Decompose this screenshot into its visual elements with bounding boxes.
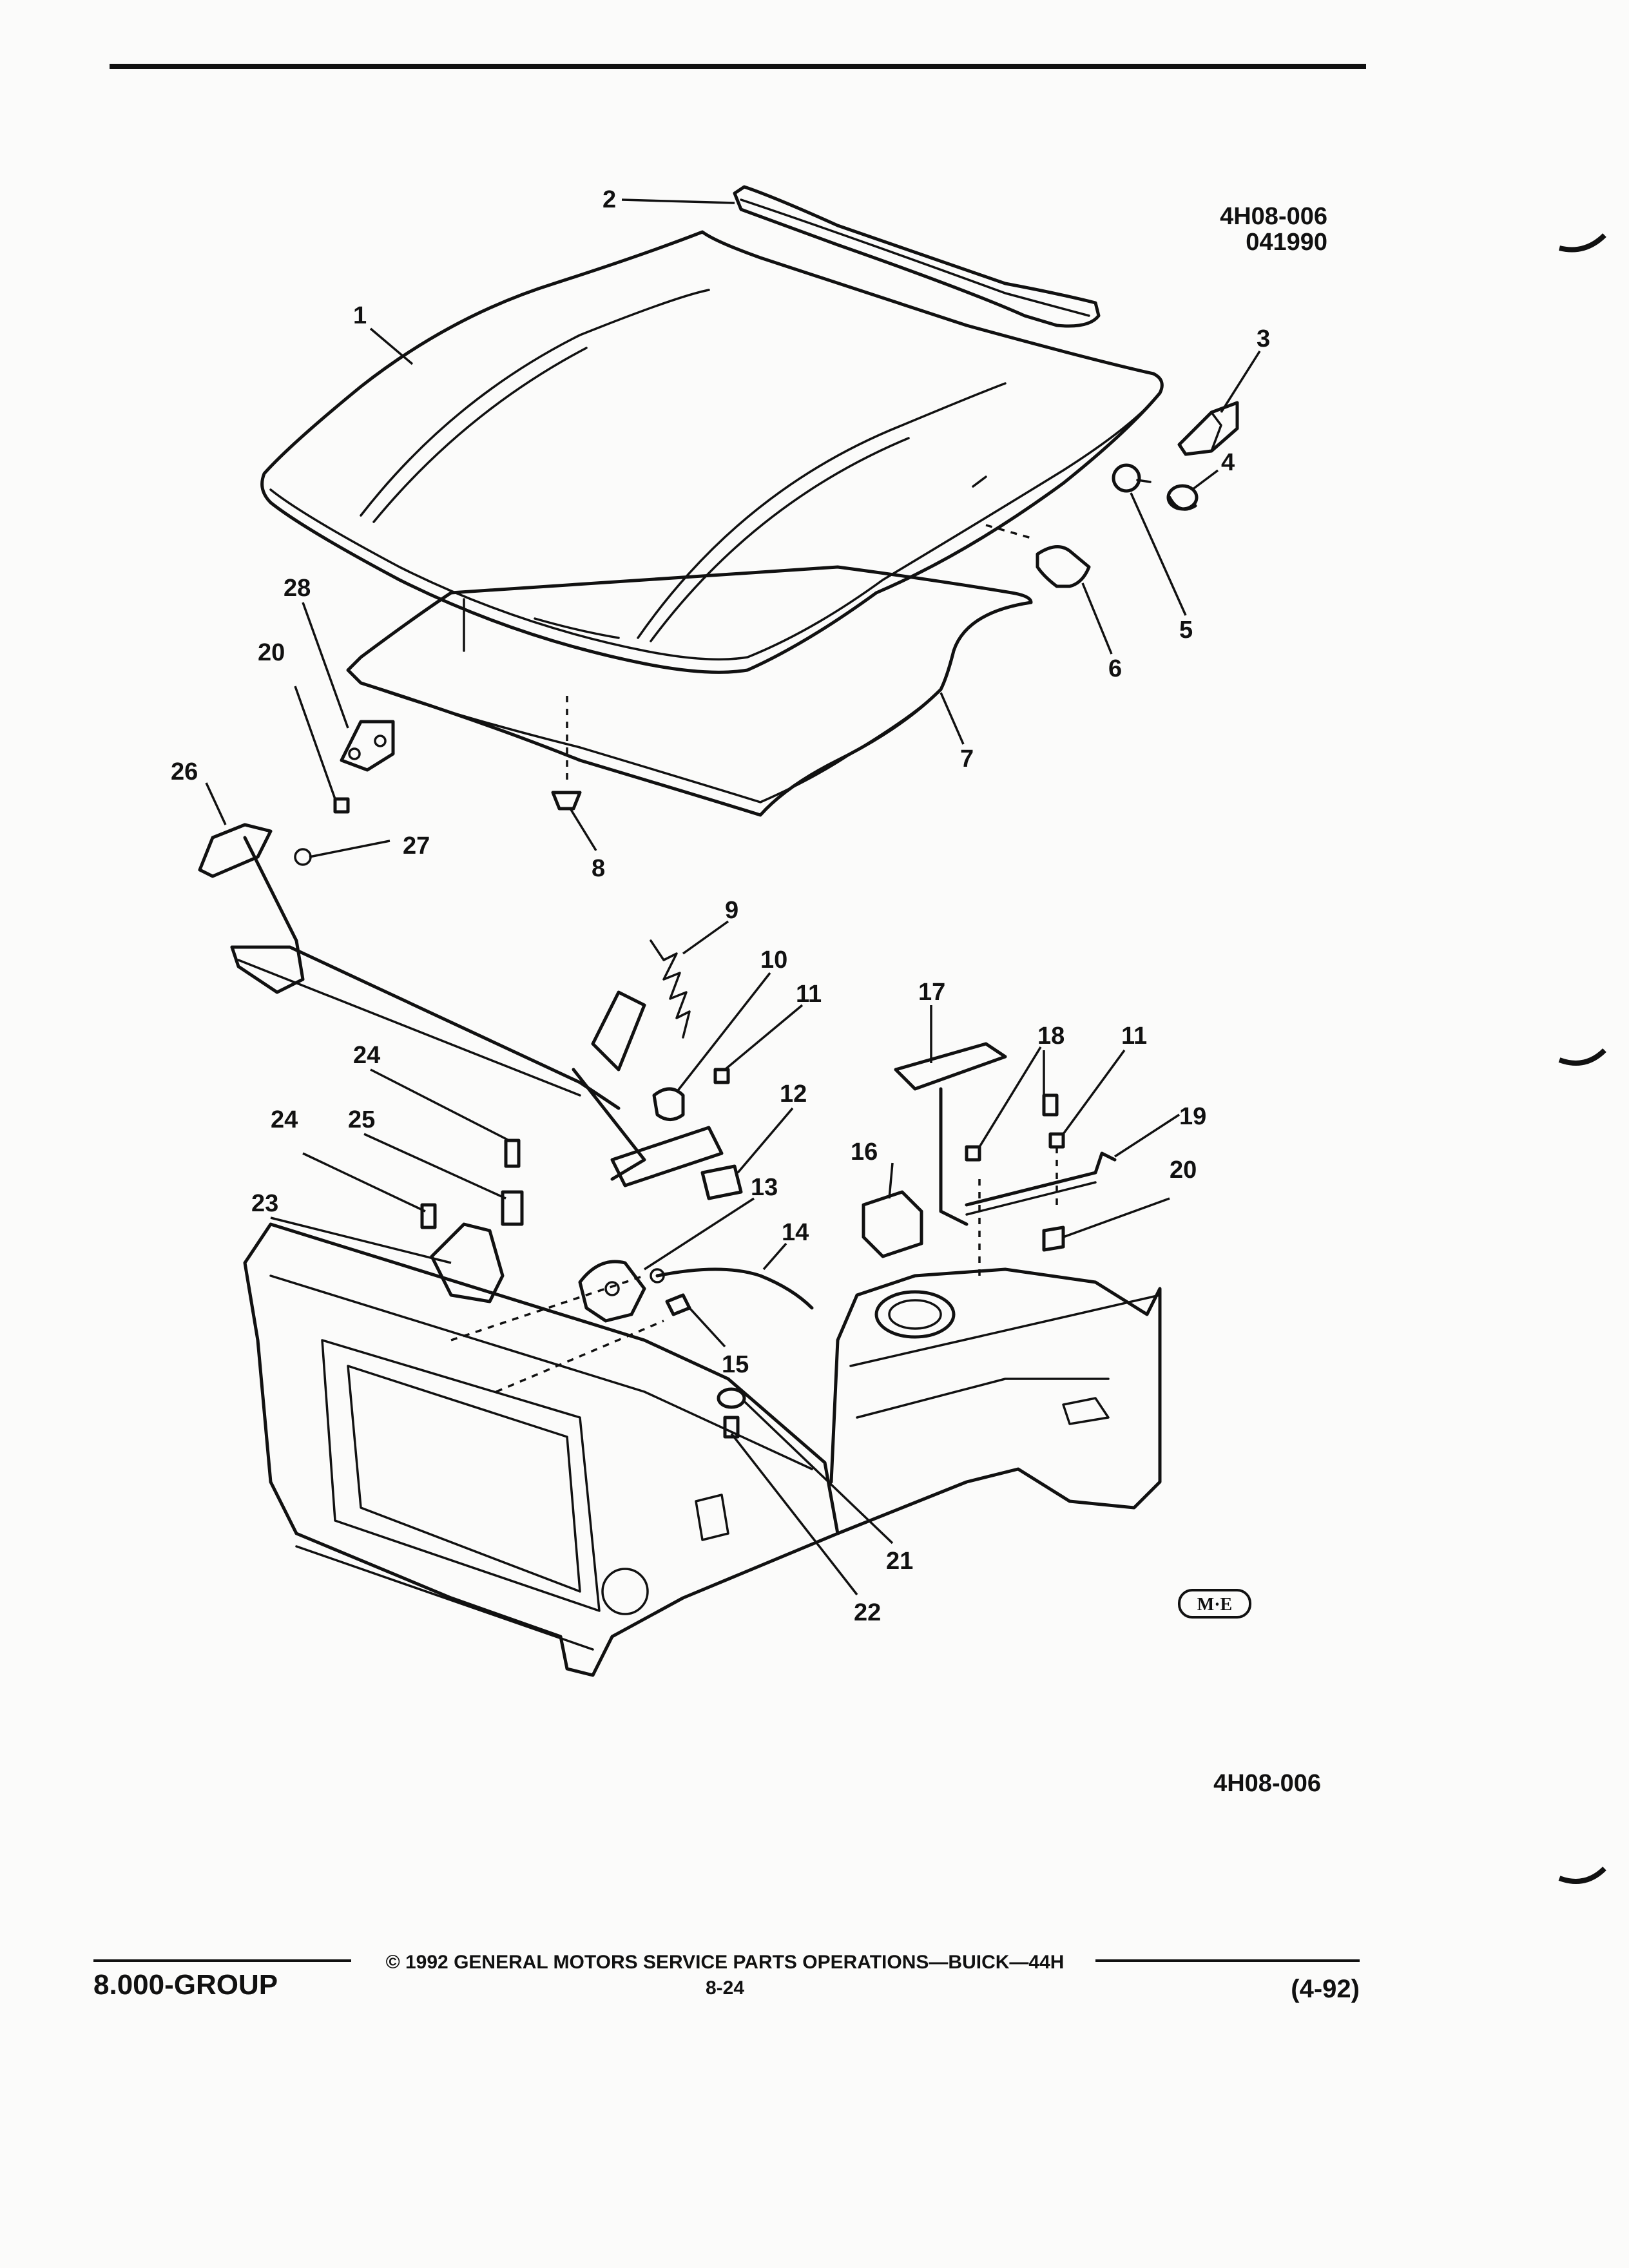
callout-9: 9 [725, 897, 738, 924]
front-radiator-support [243, 1222, 840, 1677]
fender-apron-strut-tower [829, 1267, 1162, 1535]
part-latch-block [700, 1164, 743, 1200]
callout-19: 19 [1179, 1103, 1206, 1130]
callouts: 2 1 3 4 5 6 7 8 9 10 11 11 12 13 14 15 1… [171, 186, 1270, 1626]
part-bracket-23 [430, 1222, 505, 1303]
footer-revision: (4-92) [1291, 1975, 1360, 2003]
callout-12: 12 [780, 1081, 807, 1108]
callout-17: 17 [918, 979, 945, 1006]
callout-7: 7 [960, 745, 974, 773]
part-rod [965, 1151, 1117, 1216]
page-footer: © 1992 GENERAL MOTORS SERVICE PARTS OPER… [93, 1952, 1360, 2003]
callout-13: 13 [751, 1174, 778, 1201]
part-clip [551, 791, 582, 811]
svg-text:M·E: M·E [1197, 1595, 1232, 1615]
callout-14: 14 [782, 1219, 809, 1246]
part-grommet-bolt [717, 1387, 746, 1439]
part-hood-seal [733, 185, 1101, 328]
part-spring [650, 939, 691, 1039]
callout-11b: 11 [1121, 1023, 1147, 1050]
part-bolt-20b [1042, 1225, 1065, 1252]
callout-20b: 20 [1170, 1157, 1197, 1184]
part-bumper [1166, 484, 1199, 511]
me-badge: M·E [1178, 1589, 1251, 1619]
callout-22: 22 [854, 1599, 881, 1626]
callout-16: 16 [851, 1139, 878, 1166]
part-hinge-assembly [198, 823, 724, 1187]
callout-2: 2 [602, 186, 616, 213]
part-release-cable [650, 1267, 814, 1310]
callout-8: 8 [592, 855, 605, 882]
footer-section: 8.000-GROUP [93, 1969, 278, 2001]
callout-20a: 20 [258, 639, 285, 666]
part-hood-panel [260, 230, 1164, 674]
callout-25: 25 [348, 1106, 375, 1133]
figure-code: 4H08-006 [1220, 203, 1327, 230]
callout-10: 10 [760, 947, 787, 974]
leader-lines [205, 198, 1261, 1596]
binder-mark-2 [1558, 1048, 1606, 1066]
callout-4: 4 [1221, 449, 1235, 476]
callout-21: 21 [886, 1548, 913, 1575]
callout-1: 1 [353, 302, 367, 329]
part-hood-insulator [346, 565, 1033, 817]
callout-28: 28 [284, 575, 311, 602]
figure-id-bottom: 4H08-006 [1213, 1770, 1321, 1797]
callout-27: 27 [403, 832, 430, 860]
callout-15: 15 [722, 1351, 749, 1378]
footer-copyright: © 1992 GENERAL MOTORS SERVICE PARTS OPER… [386, 1952, 1065, 1973]
footer-page: 8-24 [706, 1977, 744, 1999]
callout-26: 26 [171, 758, 198, 785]
part-hood-latch [578, 1260, 646, 1323]
part-bracket-16 [862, 1190, 923, 1258]
assembly-lines [450, 524, 1058, 1393]
figure-date: 041990 [1246, 229, 1327, 256]
part-fasteners-24-25 [420, 1139, 524, 1229]
callout-24b: 24 [271, 1106, 298, 1133]
part-bolts-11-18 [713, 1068, 1065, 1162]
callout-5: 5 [1179, 617, 1193, 644]
part-hinge-bracket [340, 720, 395, 772]
callout-23: 23 [251, 1190, 278, 1217]
part-bolt-20a [333, 797, 350, 814]
part-adjuster [1112, 463, 1152, 493]
part-nut [652, 1087, 685, 1121]
callout-6: 6 [1108, 655, 1122, 682]
callout-3: 3 [1257, 325, 1270, 352]
part-striker [1177, 401, 1239, 456]
callout-18: 18 [1037, 1023, 1065, 1050]
binder-mark-3 [1558, 1867, 1606, 1884]
callout-11a: 11 [796, 981, 822, 1008]
part-cable-clip [665, 1293, 691, 1316]
callout-24a: 24 [353, 1042, 380, 1069]
part-safety-catch [1036, 545, 1091, 588]
part-support-plate [894, 1042, 1007, 1226]
binder-mark-1 [1559, 233, 1606, 253]
